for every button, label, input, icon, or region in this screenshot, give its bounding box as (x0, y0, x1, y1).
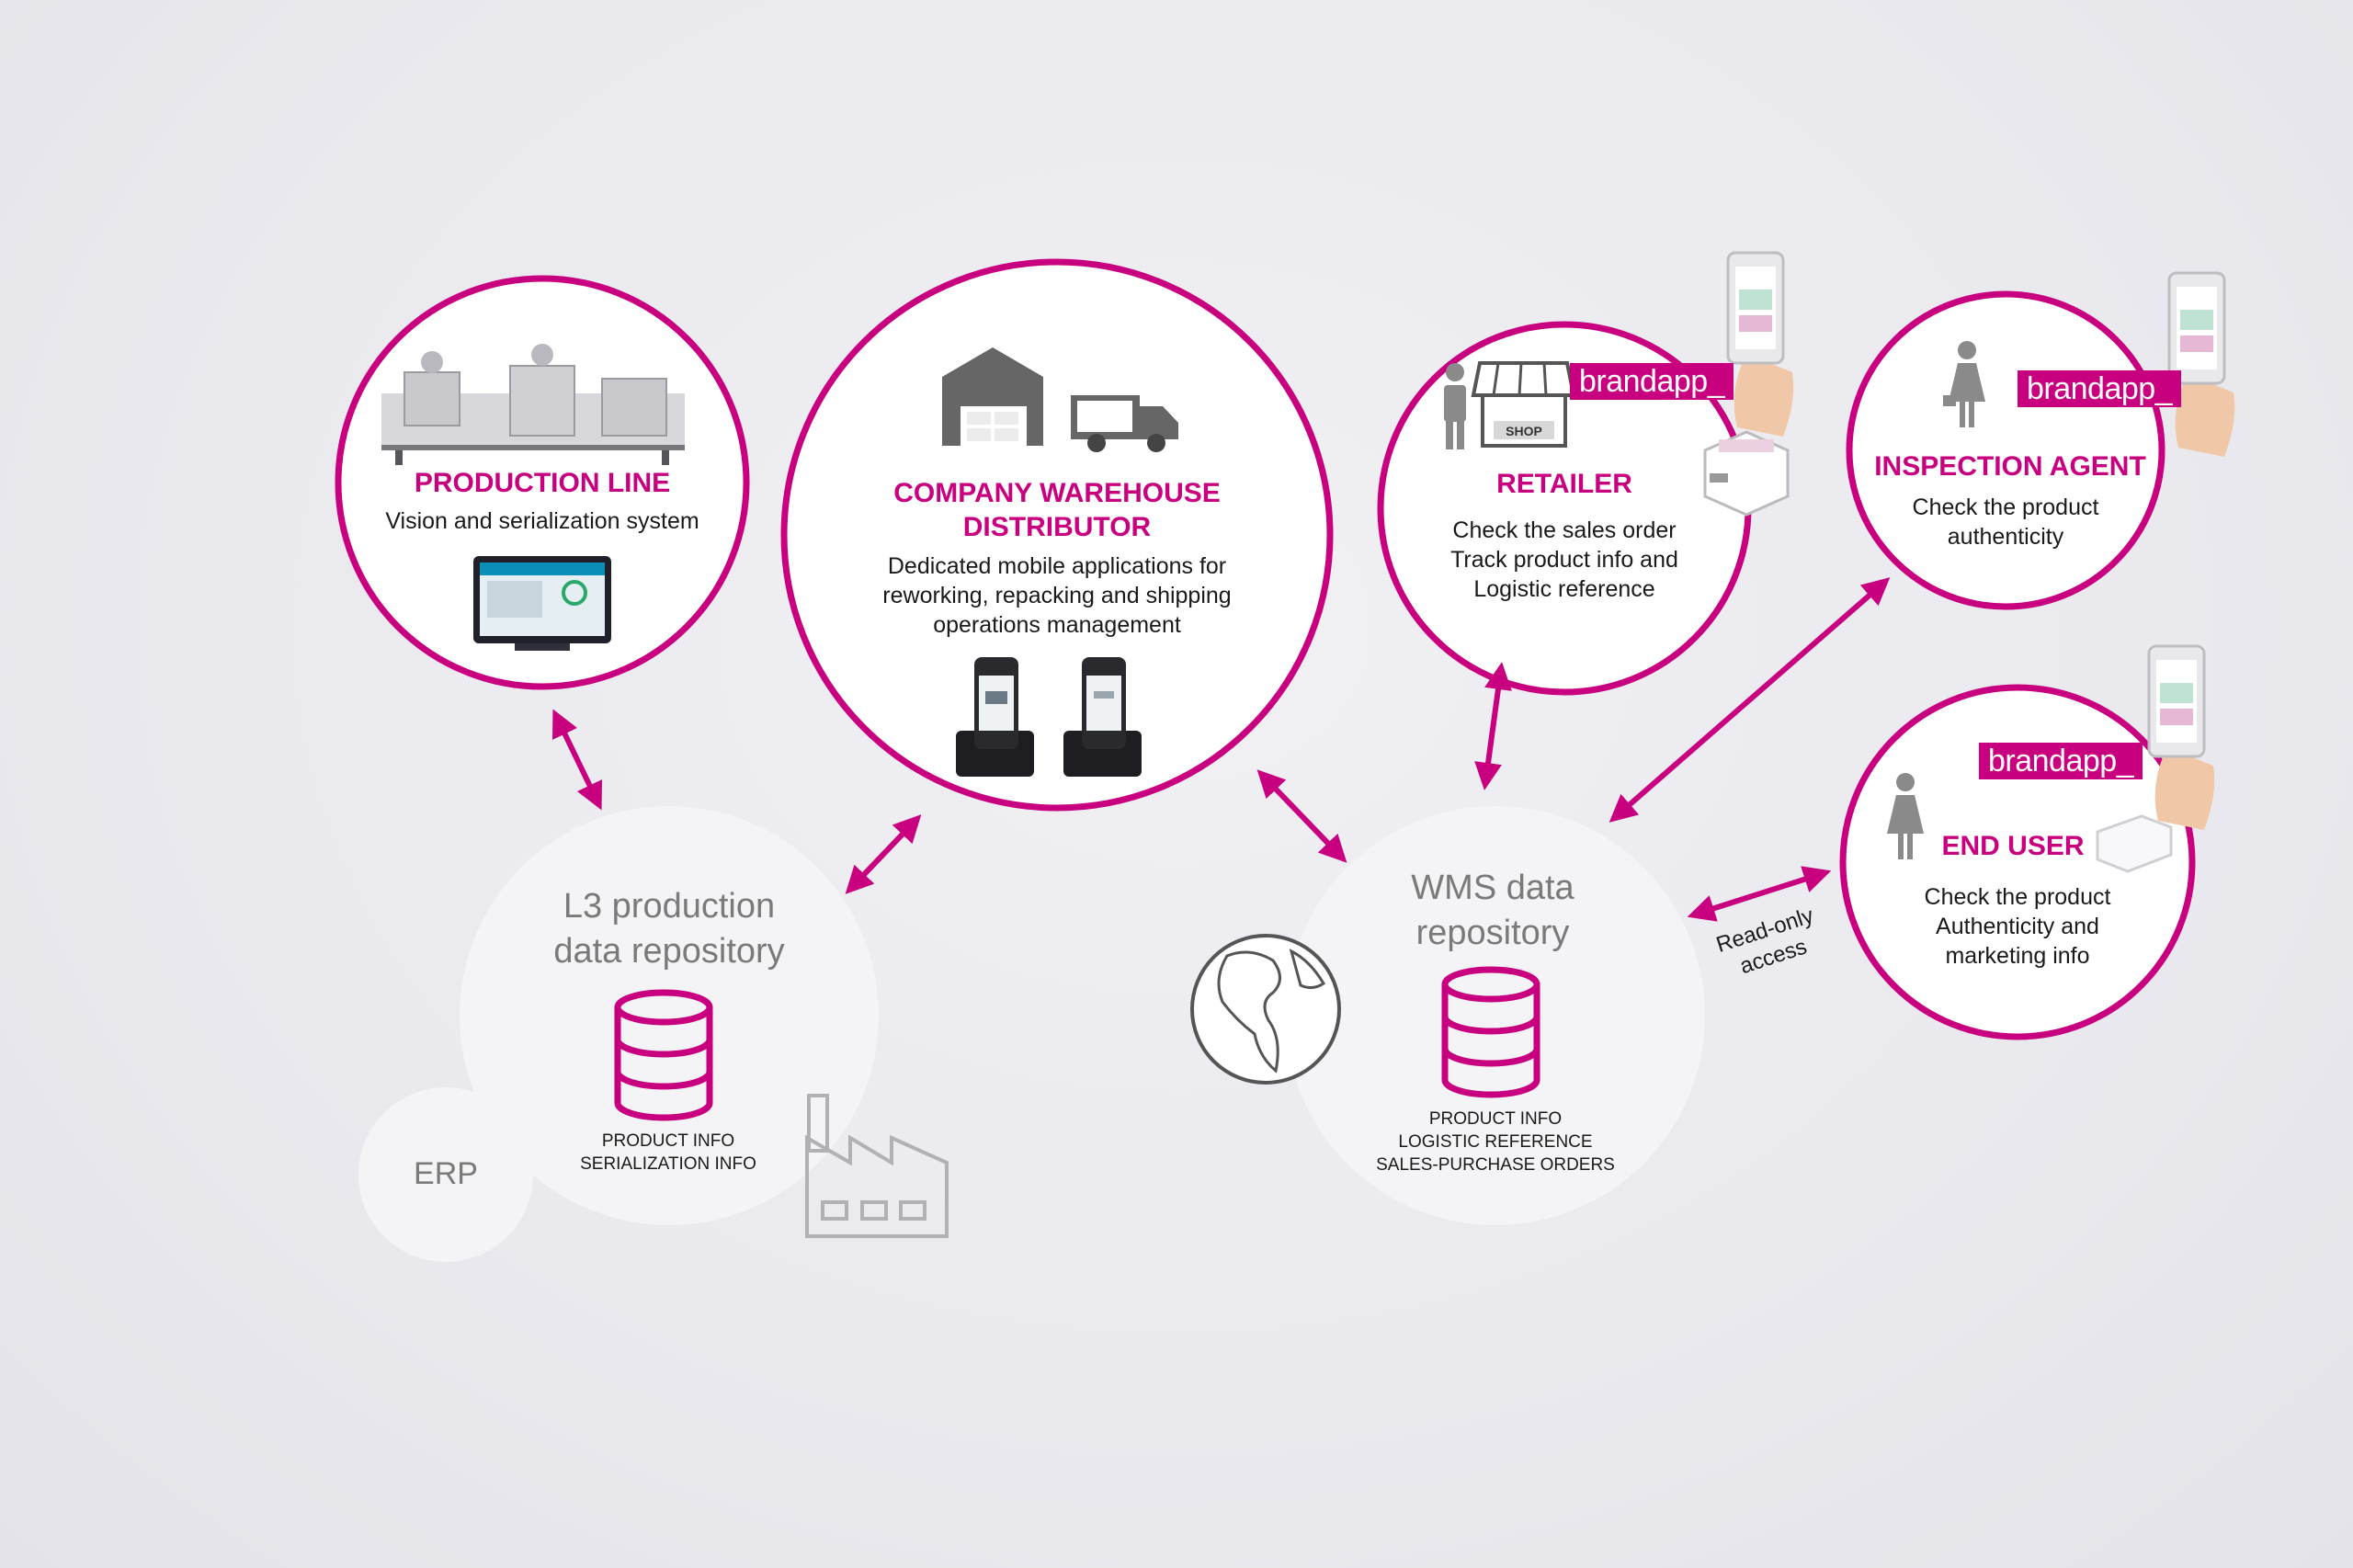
brandapp-badge: brandapp_ (1570, 363, 1734, 400)
warehouse-body-line: Dedicated mobile applications for (887, 553, 1227, 579)
end-user-body-line: Check the product (1924, 884, 2111, 910)
l3-repository-title-line: L3 production (563, 887, 776, 926)
delivery-truck-icon (1071, 395, 1178, 452)
warehouse-icon (942, 347, 1043, 446)
end-user-title: END USER (1941, 831, 2085, 861)
warehouse-body: Dedicated mobile applications for rework… (827, 551, 1287, 640)
production-machines-icon (381, 344, 685, 465)
retailer-body-line: Check the sales order (1452, 517, 1677, 543)
retailer-body: Check the sales order Track product info… (1413, 516, 1716, 604)
inspection-agent-body: Check the product authenticity (1868, 493, 2143, 551)
brandapp-badge: brandapp_ (1979, 743, 2143, 779)
wms-repository-field: LOGISTIC REFERENCE (1398, 1132, 1593, 1152)
erp-label: ERP (414, 1156, 478, 1191)
warehouse-body-line: operations management (933, 612, 1181, 638)
warehouse-title-line: DISTRIBUTOR (962, 512, 1152, 542)
phone-in-hand-icon (2147, 644, 2216, 832)
warehouse-circle (780, 258, 1334, 812)
connector-production-l3 (551, 709, 603, 811)
wms-repository-field: PRODUCT INFO (1428, 1109, 1563, 1129)
l3-repository-bubble (460, 806, 879, 1225)
wms-repository-bubble (1286, 806, 1705, 1225)
inspection-agent-body-line: authenticity (1947, 524, 2064, 550)
warehouse-title-line: COMPANY WAREHOUSE (893, 478, 1221, 508)
brandapp-badge-light: app_ (1656, 364, 1725, 399)
woman-icon (1943, 341, 1985, 427)
retailer-body-line: Track product info and (1450, 547, 1678, 573)
wms-repository-fields: PRODUCT INFO LOGISTIC REFERENCE SALES-PU… (1348, 1108, 1643, 1176)
l3-repository-title-line: data repository (553, 932, 785, 971)
end-user-body-line: Authenticity and (1936, 914, 2099, 939)
brandapp-badge-bold: brand (1988, 744, 2066, 778)
globe-icon (1190, 934, 1341, 1085)
l3-repository-field: SERIALIZATION INFO (580, 1154, 756, 1174)
wms-repository-title: WMS data repository (1355, 866, 1631, 956)
phone-in-hand-icon (2167, 271, 2236, 459)
production-line-title: PRODUCTION LINE (414, 468, 671, 498)
brandapp-badge-light: app_ (2104, 371, 2173, 406)
handheld-scanner-icon (956, 657, 1142, 777)
inspection-agent-body-line: Check the product (1912, 494, 2099, 520)
wms-repository-field: SALES-PURCHASE ORDERS (1376, 1155, 1615, 1175)
warehouse-title: COMPANY WAREHOUSE DISTRIBUTOR (827, 476, 1287, 544)
connector-retailer-wms (1474, 662, 1512, 790)
l3-repository-title: L3 production data repository (485, 884, 853, 974)
factory-icon (805, 1094, 949, 1238)
connector-enduser-wms (1687, 866, 1832, 922)
product-box-icon (1703, 430, 1790, 517)
wms-repository-title-line: WMS data (1411, 869, 1574, 907)
end-user-body-line: marketing info (1945, 943, 2090, 969)
erp-bubble (358, 1087, 533, 1262)
l3-repository-fields: PRODUCT INFO SERIALIZATION INFO (530, 1130, 806, 1176)
connector-warehouse-l3 (845, 814, 922, 894)
brandapp-badge: brandapp_ (2018, 370, 2182, 407)
shop-sign: SHOP (1506, 424, 1542, 438)
brandapp-badge-light: app_ (2065, 744, 2134, 778)
touch-monitor-icon (473, 556, 611, 651)
connector-inspection-wms (1608, 577, 1891, 823)
retailer-title: RETAILER (1496, 469, 1632, 499)
inspection-agent-title: INSPECTION AGENT (1874, 451, 2146, 482)
retailer-body-line: Logistic reference (1473, 576, 1655, 602)
product-box-icon (2096, 814, 2173, 873)
warehouse-body-line: reworking, repacking and shipping (882, 583, 1232, 608)
wms-repository-title-line: repository (1415, 914, 1570, 952)
end-user-body: Check the product Authenticity and marke… (1875, 882, 2160, 971)
production-line-body: Vision and serialization system (385, 508, 699, 534)
connector-warehouse-wms (1256, 769, 1347, 863)
brandapp-badge-bold: brand (2027, 371, 2105, 406)
phone-in-hand-icon (1726, 251, 1795, 438)
l3-repository-field: PRODUCT INFO (601, 1131, 735, 1151)
brandapp-badge-bold: brand (1579, 364, 1657, 399)
